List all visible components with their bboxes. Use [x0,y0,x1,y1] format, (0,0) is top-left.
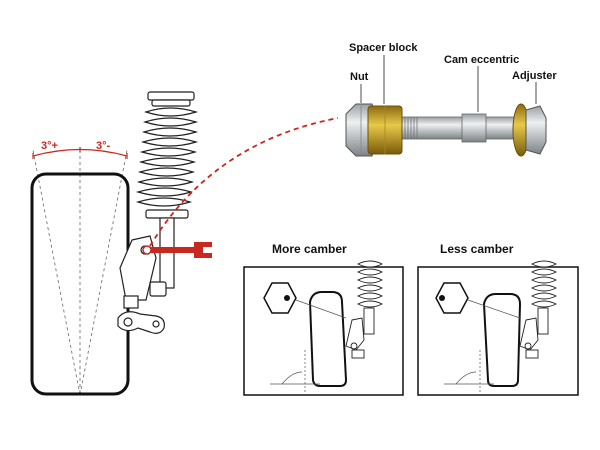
adjuster-label: Adjuster [512,70,557,82]
camber-positive-label: 3°+ [41,140,58,152]
wrench-icon [150,242,212,258]
less-camber-title: Less camber [440,242,514,256]
camber-bolt-photo [345,103,547,157]
more-camber-panel [243,260,404,396]
camber-negative-label: 3°- [96,140,111,152]
less-camber-panel [417,260,579,396]
bolt-leader-lines [360,55,537,112]
camber-arc [32,147,128,159]
coil-spring [135,91,199,219]
spacer-block-label: Spacer block [349,42,418,54]
adjuster-bolt-marker [142,245,152,255]
callout-curve [149,117,339,247]
strut-body [117,217,175,334]
nut-label: Nut [350,71,369,83]
more-camber-title: More camber [272,242,347,256]
camber-angle-lines [32,149,128,396]
cam-eccentric-label: Cam eccentric [444,54,519,66]
